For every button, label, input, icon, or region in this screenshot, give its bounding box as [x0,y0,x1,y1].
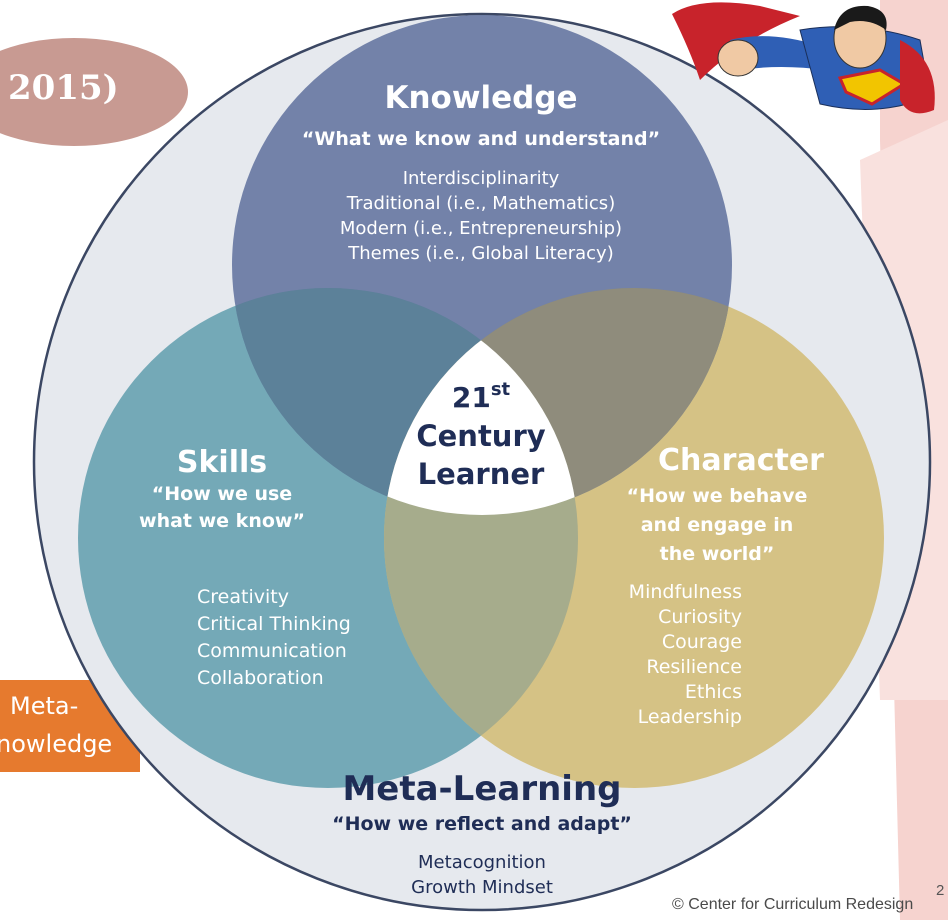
character-item: Mindfulness [629,581,742,603]
center-number-value: 21 [452,381,491,414]
skills-title: Skills [177,445,267,480]
meta-learning-subtitle: “How we reflect and adapt” [332,813,632,835]
center-line3: Learner [418,457,545,491]
knowledge-item: Traditional (i.e., Mathematics) [346,193,615,214]
character-subtitle: “How we behave [627,485,808,507]
skills-item: Collaboration [197,667,324,689]
center-line2: Century [416,419,545,453]
skills-item: Critical Thinking [197,613,351,635]
center-number-sup: st [491,379,511,400]
skills-item: Creativity [197,586,289,608]
character-item: Ethics [685,681,742,703]
meta-learning-item: Metacognition [418,852,546,873]
knowledge-item: Modern (i.e., Entrepreneurship) [340,218,622,239]
skills-item: Communication [197,640,347,662]
character-item: Leadership [638,706,742,728]
page-number: 2 [936,882,945,899]
character-item: Resilience [646,656,742,678]
skills-subtitle: what we know” [139,510,305,532]
knowledge-subtitle: “What we know and understand” [302,128,660,150]
character-subtitle: and engage in [641,514,794,536]
meta-box-line2: nowledge [0,730,113,758]
knowledge-item: Themes (i.e., Global Literacy) [347,243,613,264]
knowledge-item: Interdisciplinarity [403,168,560,189]
copyright-footer: © Center for Curriculum Redesign [672,896,914,913]
superhero-fist [717,39,759,77]
character-title: Character [658,443,824,478]
title-fragment: 2015) [8,68,119,108]
meta-box-line1: Meta- [10,692,79,720]
knowledge-title: Knowledge [384,80,577,116]
center-triple-overlap [384,288,578,515]
meta-knowledge-box: Meta- nowledge [0,680,140,772]
superhero-cape-right [900,40,935,114]
character-subtitle: the world” [660,543,775,565]
center-number: 21st [452,379,511,414]
title-pill: 2015) [0,38,188,146]
character-item: Courage [662,631,742,653]
meta-learning-title: Meta-Learning [342,769,621,809]
character-item: Curiosity [658,606,742,628]
meta-learning-item: Growth Mindset [411,877,553,898]
superhero-hair [834,5,887,30]
skills-subtitle: “How we use [152,483,292,505]
superhero-emblem [837,68,907,106]
